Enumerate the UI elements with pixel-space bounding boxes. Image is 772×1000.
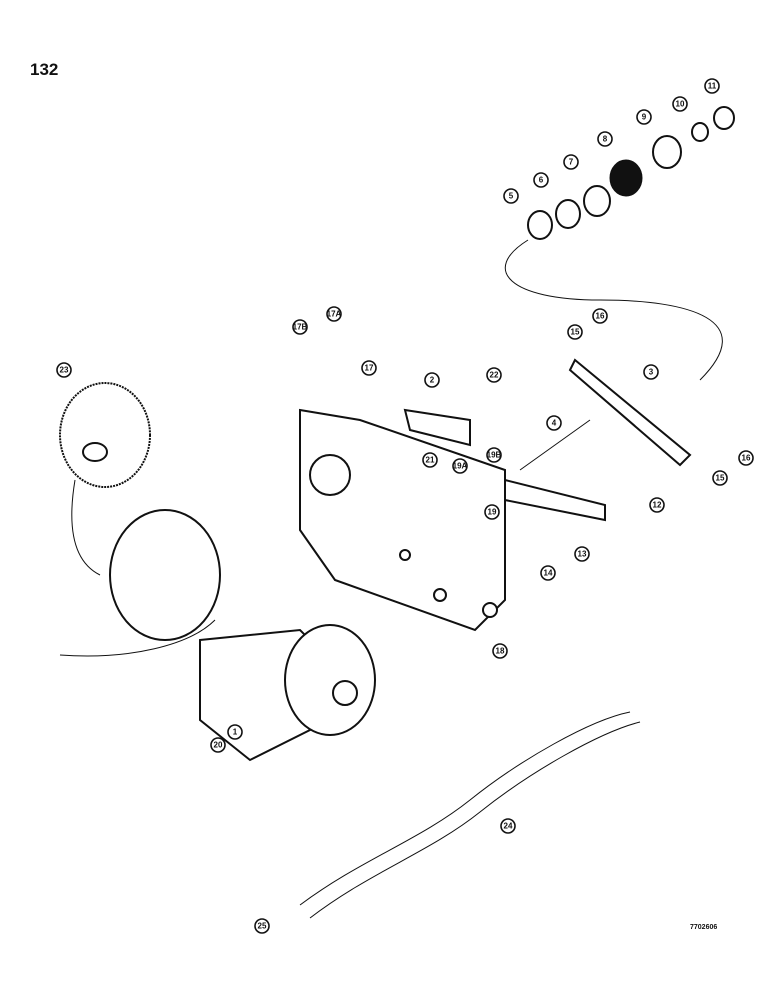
svg-text:23: 23 [60, 366, 69, 375]
svg-text:19: 19 [488, 508, 497, 517]
callout-20: 20 [210, 737, 226, 753]
wiring-harness [299, 711, 641, 919]
svg-text:11: 11 [708, 82, 717, 91]
wiper-cable [505, 239, 723, 381]
svg-text:15: 15 [571, 328, 580, 337]
svg-text:10: 10 [676, 100, 685, 109]
svg-text:21: 21 [426, 456, 435, 465]
svg-text:3: 3 [649, 368, 654, 377]
svg-text:6: 6 [539, 176, 544, 185]
svg-text:24: 24 [504, 822, 513, 831]
svg-text:1: 1 [233, 728, 238, 737]
callout-16-upper: 16 [592, 308, 608, 324]
svg-text:18: 18 [496, 647, 505, 656]
callout-11: 11 [704, 78, 720, 94]
svg-text:14: 14 [544, 569, 553, 578]
callout-23: 23 [56, 362, 72, 378]
drive-gear [59, 382, 151, 576]
mounting-bracket [299, 408, 506, 632]
svg-text:17B: 17B [293, 323, 308, 332]
callout-18: 18 [492, 643, 508, 659]
wiper-motor [59, 509, 376, 762]
page-number: 132 [30, 60, 59, 79]
svg-text:17: 17 [365, 364, 374, 373]
callout-5: 5 [503, 188, 519, 204]
svg-text:17A: 17A [327, 310, 342, 319]
figure-code: 7702606 [690, 924, 718, 931]
callout-2: 2 [424, 372, 440, 388]
linkage-arms [403, 358, 692, 522]
callout-17a: 17A [326, 306, 342, 322]
callout-13: 13 [574, 546, 590, 562]
svg-text:2: 2 [430, 376, 435, 385]
svg-text:4: 4 [552, 419, 557, 428]
svg-text:20: 20 [214, 741, 223, 750]
svg-text:15: 15 [716, 474, 725, 483]
svg-text:16: 16 [742, 454, 751, 463]
callout-14: 14 [540, 565, 556, 581]
callout-9: 9 [636, 109, 652, 125]
callout-16-lower: 16 [738, 450, 754, 466]
callout-17b: 17B [292, 319, 308, 335]
svg-text:12: 12 [653, 501, 662, 510]
grommet-assembly [527, 106, 735, 240]
svg-text:19A: 19A [453, 462, 468, 471]
callout-1: 1 [227, 724, 243, 740]
callout-4: 4 [546, 415, 562, 431]
callout-22: 22 [486, 367, 502, 383]
svg-text:9: 9 [642, 113, 647, 122]
svg-text:16: 16 [596, 312, 605, 321]
callout-3: 3 [643, 364, 659, 380]
callout-19: 19 [484, 504, 500, 520]
callout-7: 7 [563, 154, 579, 170]
callout-6: 6 [533, 172, 549, 188]
callout-24: 24 [500, 818, 516, 834]
svg-text:5: 5 [509, 192, 514, 201]
callout-15-lower: 15 [712, 470, 728, 486]
callout-8: 8 [597, 131, 613, 147]
callout-17: 17 [361, 360, 377, 376]
svg-text:25: 25 [258, 922, 267, 931]
callout-25: 25 [254, 918, 270, 934]
svg-text:13: 13 [578, 550, 587, 559]
callout-12: 12 [649, 497, 665, 513]
svg-text:7: 7 [569, 158, 574, 167]
callout-21: 21 [422, 452, 438, 468]
svg-text:19B: 19B [487, 451, 502, 460]
callout-15-upper: 15 [567, 324, 583, 340]
svg-text:22: 22 [490, 371, 499, 380]
svg-text:8: 8 [603, 135, 608, 144]
callout-19a: 19A [452, 458, 468, 474]
callout-19b: 19B [486, 447, 502, 463]
callout-10: 10 [672, 96, 688, 112]
